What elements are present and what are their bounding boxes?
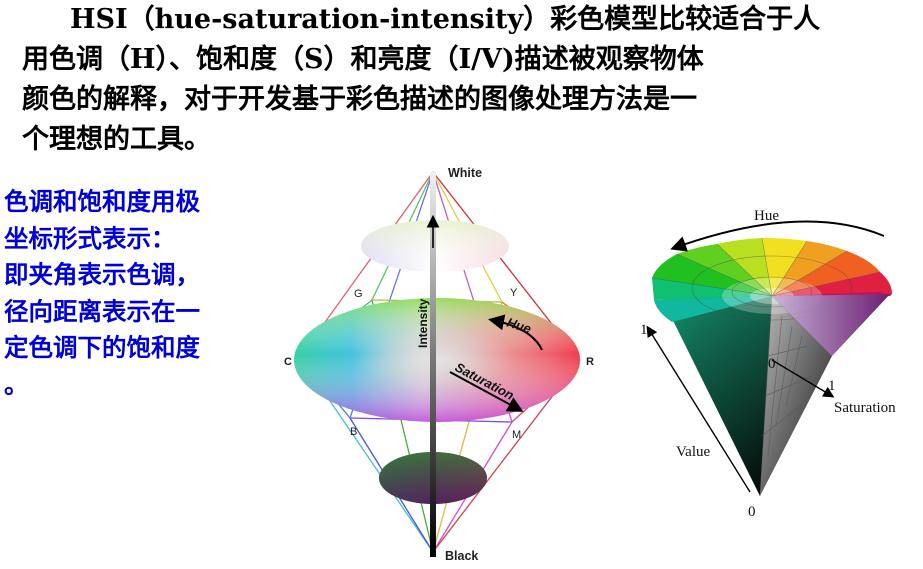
note-line: 径向距离表示在一 xyxy=(4,296,200,326)
note-line: 坐标形式表示： xyxy=(4,223,176,253)
white-label: White xyxy=(448,166,482,180)
hue-label: Hue xyxy=(754,208,779,224)
vertex-label-b: B xyxy=(350,426,357,438)
hsv-cone-diagram: Hue 1 Value 0 1 Saturation 0 xyxy=(640,208,896,520)
intro-line: 个理想的工具。 xyxy=(22,124,211,155)
hue-arrow xyxy=(488,314,543,351)
vertex-label-g: G xyxy=(354,288,363,300)
note-line: 即夹角表示色调， xyxy=(4,260,200,289)
saturation-arrow xyxy=(449,371,524,412)
hue-arrow xyxy=(670,220,885,252)
polar-coordinate-note: 色调和饱和度用极 坐标形式表示： 即夹角表示色调， 径向距离表示在一 定色调下的… xyxy=(4,184,264,403)
cone-body-shade xyxy=(652,278,772,496)
intro-paragraph: HSI（hue-saturation-intensity）彩色模型比较适合于人 … xyxy=(22,0,902,160)
value-label: Value xyxy=(676,444,710,460)
black-label: Black xyxy=(445,549,478,563)
vertex-label-c: C xyxy=(284,356,292,368)
saturation-axis xyxy=(771,359,835,398)
intro-line: HSI（hue-saturation-intensity）彩色模型比较适合于人 xyxy=(70,4,821,35)
note-line: 定色调下的饱和度 xyxy=(4,333,200,362)
saturation-label: Saturation xyxy=(834,400,896,416)
vertex-label-y: Y xyxy=(510,287,518,299)
hue-saturation-disc xyxy=(294,298,580,422)
vertex-label-m: M xyxy=(512,429,521,441)
note-line: 色调和饱和度用极 xyxy=(4,187,200,216)
value-max-label: 1 xyxy=(640,322,648,338)
center-zero-label: 0 xyxy=(768,356,776,372)
saturation-max-label: 1 xyxy=(828,378,836,394)
hue-color-disc xyxy=(651,237,893,322)
hsi-double-cone-diagram: White Black G Y C R B M Intensity Hue Sa… xyxy=(284,166,594,563)
bottom-zero-label: 0 xyxy=(748,504,756,520)
hue-label: Hue xyxy=(505,315,533,337)
vertex-label-r: R xyxy=(586,356,594,368)
intro-line: 用色调（H）、饱和度（S）和亮度（I/V)描述被观察物体 xyxy=(22,44,704,75)
value-axis-arrow xyxy=(646,325,751,493)
intensity-label: Intensity xyxy=(416,298,430,348)
note-line: 。 xyxy=(4,369,29,399)
intro-line: 颜色的解释，对于开发基于彩色描述的图像处理方法是一 xyxy=(22,84,697,115)
cone-cut-grey xyxy=(760,296,832,496)
disc-notch xyxy=(772,294,890,356)
intensity-axis xyxy=(430,172,436,557)
